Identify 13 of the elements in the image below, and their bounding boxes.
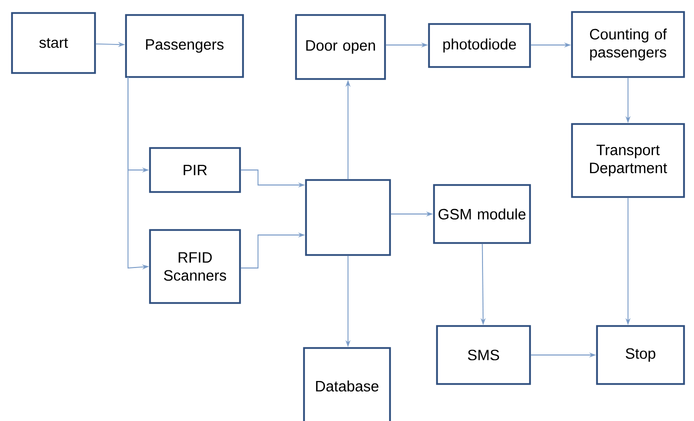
process-box: start: [11, 12, 96, 74]
process-box: Door open: [295, 14, 386, 80]
process-box: RFID Scanners: [149, 229, 241, 304]
process-box: photodiode: [428, 23, 531, 68]
process-box: Stop: [596, 325, 685, 385]
empty-box: [305, 179, 391, 256]
process-box: SMS: [436, 325, 531, 385]
process-box: Transport Department: [571, 123, 685, 198]
process-box: Counting of passengers: [571, 11, 685, 78]
process-box: Database: [303, 347, 391, 421]
process-box: Passengers: [125, 14, 244, 78]
process-box: PIR: [149, 147, 241, 193]
process-box: GSM module: [433, 184, 531, 244]
